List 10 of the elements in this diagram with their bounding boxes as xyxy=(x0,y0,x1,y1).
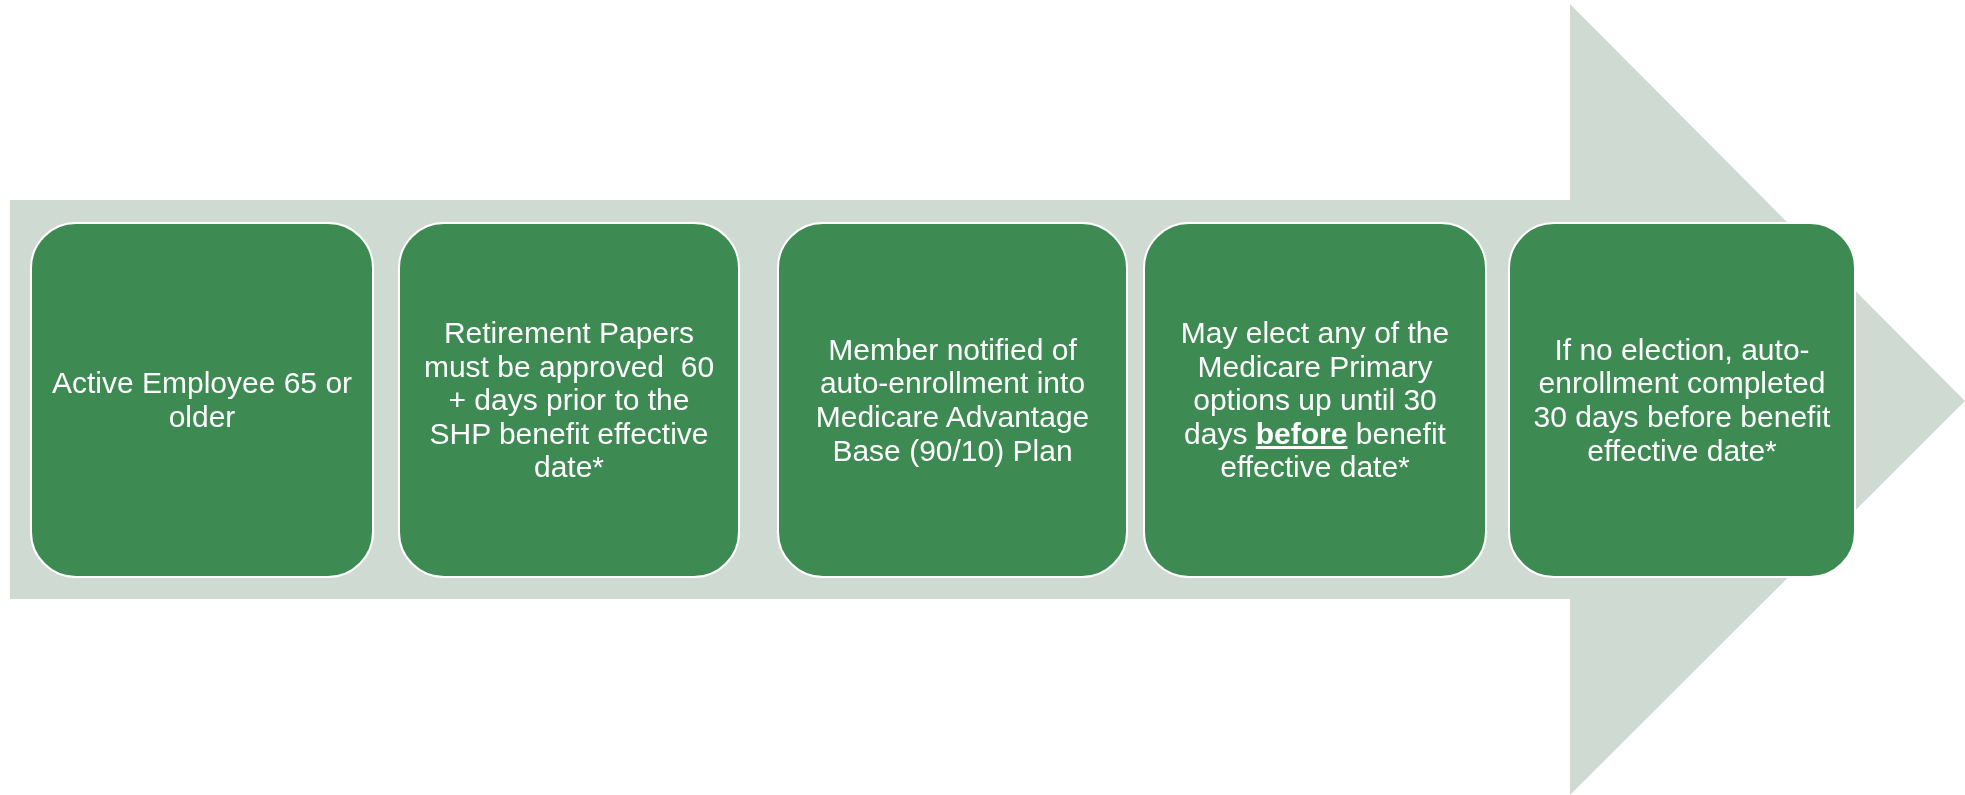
step-box xyxy=(777,222,1128,578)
step-box xyxy=(1508,222,1856,578)
step-box xyxy=(398,222,740,578)
step-box xyxy=(1143,222,1487,578)
step-text: Active Employee 65 or older xyxy=(50,366,354,434)
step-text: Member notified of auto-enrollment into Medicare Advantage Base (90/10) Plan xyxy=(814,332,1091,468)
step-box xyxy=(30,222,374,578)
step-text: If no election, auto-enrollment completed 30 days before benefit effective date* xyxy=(1532,332,1832,468)
step-text: May elect any of the Medicare Primary options up until 30 days before benefit effective date* xyxy=(1179,316,1451,484)
step-text: Retirement Papers must be approved 60 + days prior to the SHP benefit effective date* xyxy=(422,316,716,484)
